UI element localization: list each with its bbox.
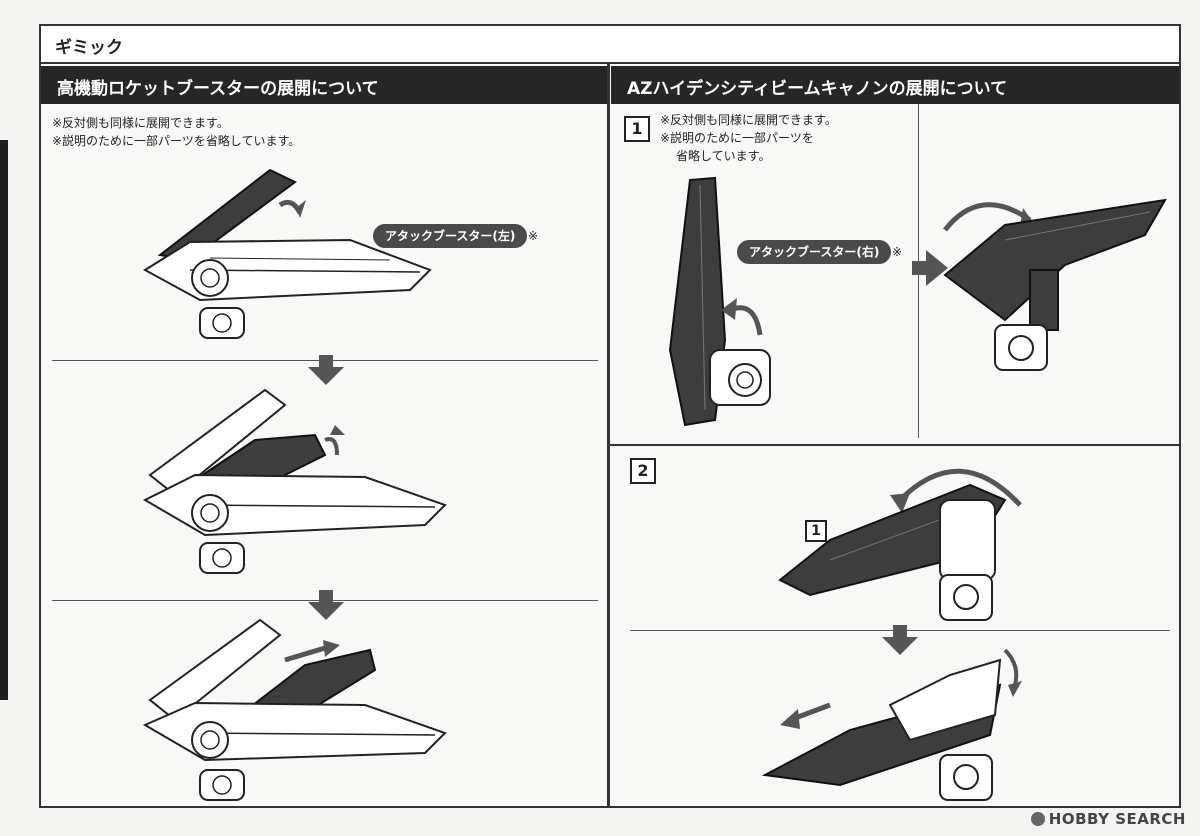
section-header: ギミック (41, 26, 1179, 64)
step-2-ref-badge: 1 (805, 520, 827, 542)
right-note-2: ※説明のために一部パーツを (660, 131, 814, 145)
left-panel-title: 高機動ロケットブースターの展開について (57, 79, 379, 99)
binding-edge (0, 140, 8, 700)
cannon-deployed-illustration (761, 648, 1022, 801)
step-separator (610, 444, 1181, 446)
down-arrow-3 (882, 625, 918, 655)
right-arrow (912, 250, 948, 286)
step-1-badge: 1 (624, 116, 650, 142)
panel-divider (607, 64, 610, 808)
right-callout-label: アタックブースター(右) (737, 240, 892, 264)
step-2-badge: 2 (630, 458, 656, 484)
rotate-arrow (943, 202, 1032, 232)
right-panel-header: AZハイデンシティビームキャノンの展開について (611, 66, 1179, 104)
cannon-body-raised (943, 198, 1167, 322)
section-title: ギミック (55, 38, 123, 58)
down-arrow-2 (308, 590, 344, 620)
left-callout-label: アタックブースター(左) (373, 224, 528, 248)
booster-open-illustration (142, 388, 447, 574)
logo-icon (1030, 812, 1045, 826)
joint-ball (199, 307, 245, 339)
booster-extended-illustration (142, 618, 447, 801)
left-note-1: ※反対側も同様に展開できます。 (52, 116, 229, 130)
right-note-1: ※反対側も同様に展開できます。 (660, 113, 837, 127)
slide-arrow (284, 645, 326, 663)
rotate-arrowhead (296, 200, 306, 218)
right-callout-mark: ※ (892, 245, 903, 259)
left-panel-header: 高機動ロケットブースターの展開について (41, 66, 607, 104)
down-arrow-1 (308, 355, 344, 385)
right-note-3: 省略しています。 (676, 149, 771, 163)
cannon-lowered-illustration (778, 468, 1022, 621)
cannon-folded-illustration (668, 176, 771, 427)
booster-body (143, 238, 432, 302)
cannon-raised-illustration (943, 198, 1167, 371)
left-callout-mark: ※ (528, 229, 539, 243)
hobby-search-watermark: HOBBY SEARCH (1030, 810, 1186, 828)
right-panel-title: AZハイデンシティビームキャノンの展開について (627, 79, 1008, 99)
rotate-arrow (898, 468, 1022, 507)
left-note-2: ※説明のために一部パーツを省略しています。 (52, 134, 301, 148)
booster-closed-illustration (143, 168, 432, 339)
